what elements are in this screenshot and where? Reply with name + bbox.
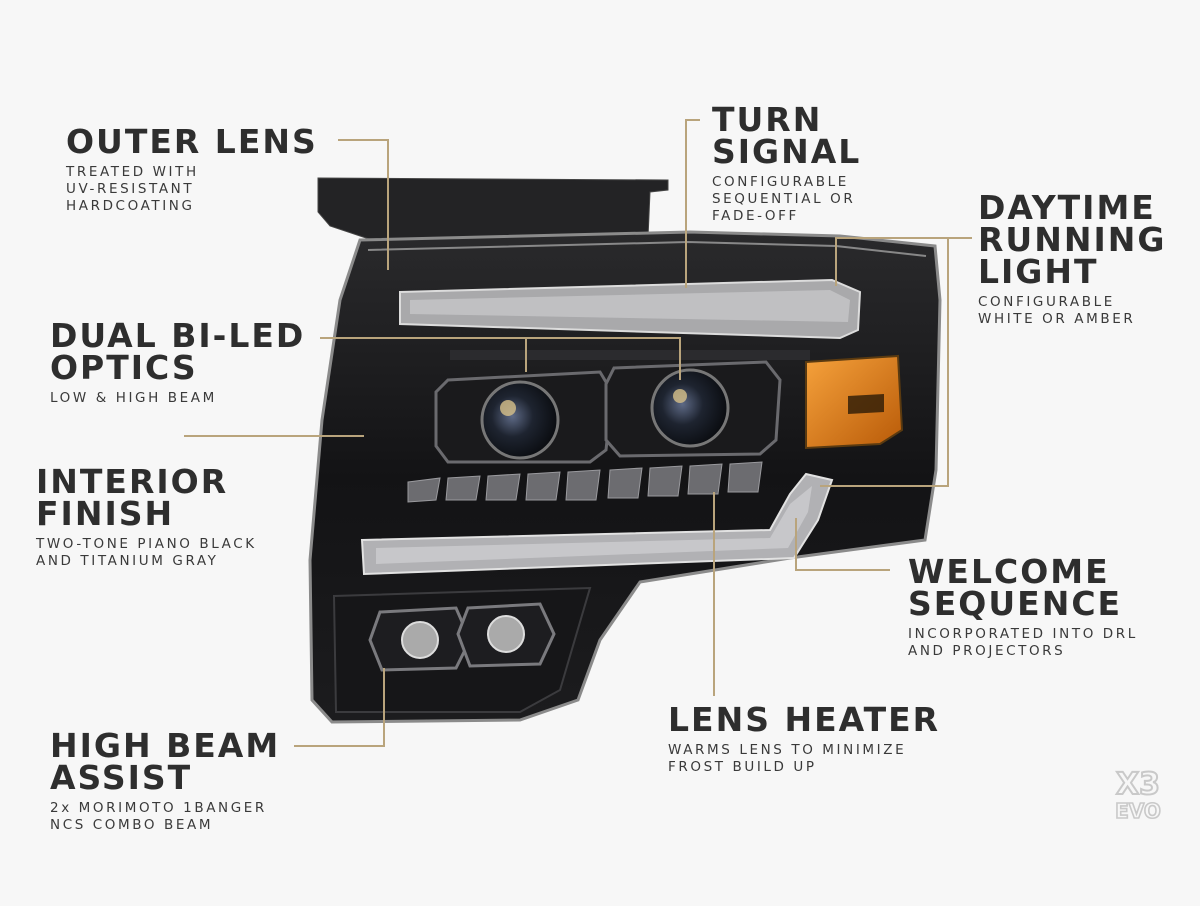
logo-top-text: X3 bbox=[1116, 767, 1160, 802]
callout-high-beam: HIGH BEAM ASSIST 2x MORIMOTO 1BANGER NCS… bbox=[50, 726, 281, 834]
welcome-title: WELCOME SEQUENCE bbox=[908, 552, 1138, 623]
turn-signal-title: TURN SIGNAL bbox=[712, 100, 862, 171]
high-beam-title: HIGH BEAM ASSIST bbox=[50, 726, 281, 797]
heater-desc: WARMS LENS TO MINIMIZE FROST BUILD UP bbox=[668, 742, 940, 776]
title-line: RUNNING bbox=[978, 220, 1167, 259]
optics-desc: LOW & HIGH BEAM bbox=[50, 390, 305, 407]
interior-desc: TWO-TONE PIANO BLACK AND TITANIUM GRAY bbox=[36, 536, 257, 570]
desc-line: CONFIGURABLE bbox=[978, 294, 1115, 310]
desc-line: HARDCOATING bbox=[66, 198, 195, 214]
callout-turn-signal: TURN SIGNAL CONFIGURABLE SEQUENTIAL OR F… bbox=[712, 100, 862, 225]
outer-lens-desc: TREATED WITH UV-RESISTANT HARDCOATING bbox=[66, 164, 318, 215]
desc-line: INCORPORATED INTO DRL bbox=[908, 626, 1138, 642]
desc-line: 2x MORIMOTO 1BANGER bbox=[50, 800, 267, 816]
title-line: ASSIST bbox=[50, 758, 193, 797]
drl-desc: CONFIGURABLE WHITE OR AMBER bbox=[978, 294, 1166, 328]
title-line: FINISH bbox=[36, 494, 175, 533]
outer-lens-title: OUTER LENS bbox=[66, 122, 318, 161]
callout-welcome: WELCOME SEQUENCE INCORPORATED INTO DRL A… bbox=[908, 552, 1138, 660]
desc-line: FADE-OFF bbox=[712, 208, 799, 224]
turn-signal-desc: CONFIGURABLE SEQUENTIAL OR FADE-OFF bbox=[712, 174, 861, 225]
title-line: TURN bbox=[712, 100, 823, 139]
title-line: INTERIOR bbox=[36, 462, 229, 501]
callout-drl: DAYTIME RUNNING LIGHT CONFIGURABLE WHITE… bbox=[978, 188, 1167, 328]
high-beam-desc: 2x MORIMOTO 1BANGER NCS COMBO BEAM bbox=[50, 800, 280, 834]
optics-title: DUAL BI-LED OPTICS bbox=[50, 316, 306, 387]
title-line: HIGH BEAM bbox=[50, 726, 281, 765]
desc-line: LOW & HIGH BEAM bbox=[50, 390, 217, 406]
drl-title: DAYTIME RUNNING LIGHT bbox=[978, 188, 1167, 291]
heater-title: LENS HEATER bbox=[668, 700, 941, 739]
title-line: OPTICS bbox=[50, 348, 198, 387]
interior-teeth bbox=[407, 461, 763, 503]
logo-bottom-text: EVO bbox=[1115, 799, 1161, 822]
x3-evo-logo: X3 EVO bbox=[1114, 766, 1161, 822]
desc-line: SEQUENTIAL OR bbox=[712, 191, 856, 207]
desc-line: AND TITANIUM GRAY bbox=[36, 553, 219, 569]
title-line: DAYTIME bbox=[978, 188, 1156, 227]
mounting-bracket bbox=[317, 177, 669, 241]
desc-line: WHITE OR AMBER bbox=[978, 311, 1136, 327]
welcome-desc: INCORPORATED INTO DRL AND PROJECTORS bbox=[908, 626, 1138, 660]
desc-line: NCS COMBO BEAM bbox=[50, 817, 214, 833]
title-line: LIGHT bbox=[978, 252, 1099, 291]
title-line: SIGNAL bbox=[712, 132, 862, 171]
desc-line: WARMS LENS TO MINIMIZE bbox=[668, 742, 907, 758]
desc-line: UV-RESISTANT bbox=[66, 181, 195, 197]
title-line: WELCOME bbox=[908, 552, 1110, 591]
callout-interior: INTERIOR FINISH TWO-TONE PIANO BLACK AND… bbox=[36, 462, 257, 570]
desc-line: CONFIGURABLE bbox=[712, 174, 849, 190]
desc-line: FROST BUILD UP bbox=[668, 759, 817, 775]
title-line: SEQUENCE bbox=[908, 584, 1123, 623]
desc-line: TREATED WITH bbox=[66, 164, 199, 180]
interior-title: INTERIOR FINISH bbox=[36, 462, 257, 533]
title-line: DUAL BI-LED bbox=[50, 316, 306, 355]
desc-line: AND PROJECTORS bbox=[908, 643, 1066, 659]
leader-lines bbox=[184, 119, 972, 747]
callout-heater: LENS HEATER WARMS LENS TO MINIMIZE FROST… bbox=[668, 700, 941, 776]
callout-optics: DUAL BI-LED OPTICS LOW & HIGH BEAM bbox=[50, 316, 306, 407]
callout-outer-lens: OUTER LENS TREATED WITH UV-RESISTANT HAR… bbox=[66, 122, 318, 215]
desc-line: TWO-TONE PIANO BLACK bbox=[36, 536, 257, 552]
high-beam-pods bbox=[368, 602, 556, 672]
